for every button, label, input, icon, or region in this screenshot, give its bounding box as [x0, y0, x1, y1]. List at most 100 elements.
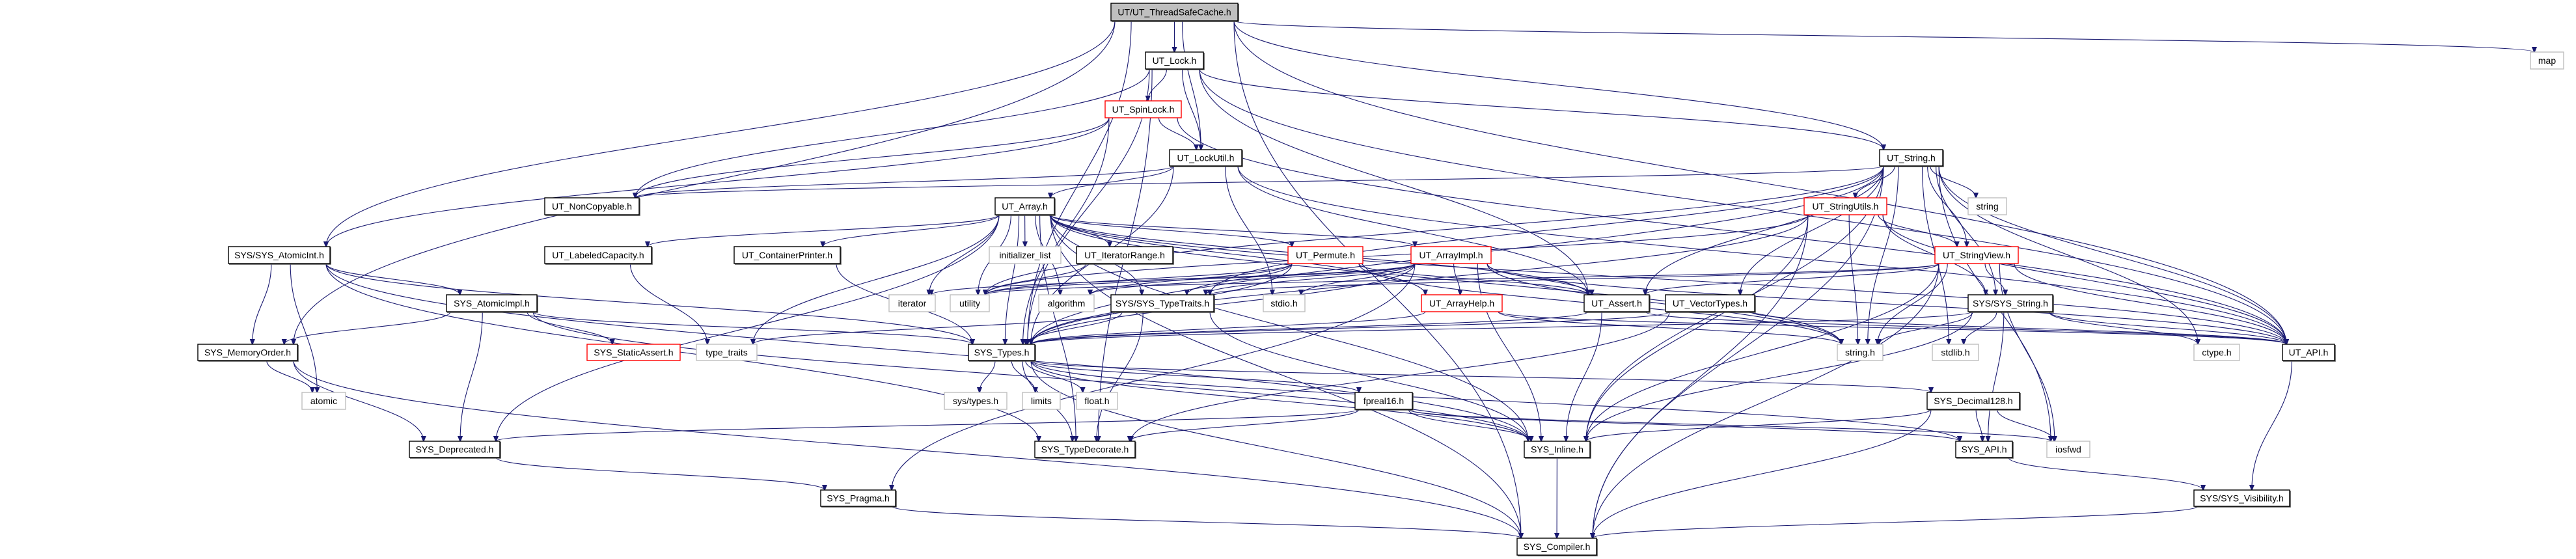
edge-sys_string-to-ut_api: [2048, 311, 2286, 344]
node-sys-inline[interactable]: SYS_Inline.h: [1524, 441, 1591, 459]
node-box: [2530, 51, 2564, 70]
node-ut-arrayhelp[interactable]: UT_ArrayHelp.h: [1421, 294, 1503, 312]
node-box: [1022, 392, 1061, 410]
node-sys-deprecated[interactable]: SYS_Deprecated.h: [409, 441, 501, 459]
node-ut-arrayimpl[interactable]: UT_ArrayImpl.h: [1410, 246, 1492, 264]
node-box[interactable]: [409, 441, 500, 458]
edge-ut_array-to-type_traits: [753, 214, 1000, 344]
node-box[interactable]: [994, 197, 1055, 215]
node-ut-lockutil[interactable]: UT_LockUtil.h: [1169, 149, 1243, 167]
edge-ut_string-to-ut_vectortypes: [1740, 165, 1884, 295]
node-label: SYS/SYS_AtomicInt.h: [234, 250, 324, 260]
node-box[interactable]: [1410, 246, 1492, 264]
node-box[interactable]: [1110, 294, 1214, 312]
edge-sys_atomicint-to-sys_typedecorate: [325, 263, 1039, 441]
node-shadow: [410, 442, 501, 459]
node-box[interactable]: [1104, 100, 1182, 118]
edge-ut_lockutil-to-ut_api: [1237, 165, 2286, 344]
node-box[interactable]: [544, 197, 640, 215]
node-box[interactable]: [1934, 246, 2019, 264]
node-box[interactable]: [820, 489, 896, 507]
node-ut-labeledcapacity[interactable]: UT_LabeledCapacity.h: [544, 246, 653, 265]
node-box[interactable]: [1110, 3, 1239, 21]
node-box[interactable]: [1034, 441, 1136, 458]
node-box[interactable]: [968, 344, 1035, 361]
node-ut-api[interactable]: UT_API.h: [2282, 344, 2336, 362]
node-sys-visibility[interactable]: SYS/SYS_Visibility.h: [2193, 489, 2291, 508]
node-sys-pragma[interactable]: SYS_Pragma.h: [820, 489, 897, 508]
node-sys-staticassert[interactable]: SYS_StaticAssert.h: [586, 344, 681, 361]
edge-sys_atomicimpl-to-sys_deprecated: [460, 311, 483, 441]
edge-ut_lockutil-to-ut_array: [1050, 165, 1174, 198]
node-ut-lock[interactable]: UT_Lock.h: [1145, 51, 1205, 70]
node-sys-atomicimpl[interactable]: SYS_AtomicImpl.h: [446, 294, 538, 313]
node-box[interactable]: [1583, 294, 1650, 312]
node-label: UT_SpinLock.h: [1112, 104, 1175, 115]
node-ut-string[interactable]: UT_String.h: [1879, 149, 1944, 167]
node-ut-stringutils[interactable]: UT_StringUtils.h: [1803, 197, 1887, 215]
node-ut-permute[interactable]: UT_Permute.h: [1287, 246, 1363, 264]
edge-sys_string-to-sys_inline: [1586, 311, 1973, 441]
node-label: string: [1976, 201, 1998, 211]
edge-root-to-sys_atomicint: [326, 20, 1116, 247]
node-ut-vectortypes[interactable]: UT_VectorTypes.h: [1665, 294, 1756, 313]
node-box[interactable]: [1169, 149, 1242, 167]
node-box: [696, 344, 758, 361]
node-sys-types[interactable]: SYS_Types.h: [968, 344, 1036, 362]
node-sys-memoryorder[interactable]: SYS_MemoryOrder.h: [197, 344, 299, 362]
node-box[interactable]: [2282, 344, 2335, 361]
node-box[interactable]: [1421, 294, 1503, 312]
node-shadow: [199, 345, 299, 362]
edge-ut_arrayimpl-to-algorithm: [1090, 263, 1416, 295]
node-sys-typedecorate[interactable]: SYS_TypeDecorate.h: [1034, 441, 1136, 459]
node-box: [1076, 392, 1118, 410]
node-ut-noncopyable[interactable]: UT_NonCopyable.h: [544, 197, 640, 216]
node-sys-string[interactable]: SYS/SYS_String.h: [1967, 294, 2054, 313]
node-box[interactable]: [2193, 489, 2290, 507]
node-box[interactable]: [1287, 246, 1363, 264]
node-box[interactable]: [1926, 392, 2020, 410]
edge-ut_permute-to-algorithm: [1090, 263, 1293, 295]
node-sys-compiler[interactable]: SYS_Compiler.h: [1516, 538, 1598, 556]
node-ut-stringview[interactable]: UT_StringView.h: [1934, 246, 2019, 264]
node-box[interactable]: [197, 344, 298, 361]
edge-fpreal16-to-sys_inline: [1408, 409, 1531, 441]
node-box: [944, 392, 1007, 410]
node-label: UT_StringUtils.h: [1813, 201, 1879, 211]
node-ut-assert[interactable]: UT_Assert.h: [1583, 294, 1651, 313]
node-box[interactable]: [1955, 441, 2013, 458]
node-box[interactable]: [586, 344, 681, 361]
node-fpreal16[interactable]: fpreal16.h: [1354, 392, 1414, 411]
node-type-traits: type_traits: [696, 344, 758, 361]
edge-ut_arrayimpl-to-iterator: [931, 263, 1416, 295]
node-box[interactable]: [1354, 392, 1413, 410]
node-box[interactable]: [1524, 441, 1591, 458]
node-sys-decimal128[interactable]: SYS_Decimal128.h: [1926, 392, 2021, 411]
node-box[interactable]: [228, 246, 331, 264]
node-box[interactable]: [733, 246, 841, 264]
node-shadow: [229, 247, 331, 265]
edge-ut_spinlock-to-sys_types: [1023, 117, 1110, 344]
node-box[interactable]: [1879, 149, 1943, 167]
node-ut-spinlock[interactable]: UT_SpinLock.h: [1104, 100, 1182, 118]
node-box[interactable]: [1516, 538, 1597, 556]
node-sys-types-h: sys/types.h: [944, 392, 1007, 410]
node-ut-iteratorrange[interactable]: UT_IteratorRange.h: [1076, 246, 1174, 265]
node-box[interactable]: [1076, 246, 1173, 264]
node-label: UT_StringView.h: [1943, 250, 2010, 260]
node-box[interactable]: [544, 246, 652, 264]
node-sys-api[interactable]: SYS_API.h: [1955, 441, 2014, 459]
node-root[interactable]: UT/UT_ThreadSafeCache.h: [1110, 3, 1239, 22]
node-box[interactable]: [1967, 294, 2053, 312]
node-label: SYS_StaticAssert.h: [594, 348, 673, 358]
node-box[interactable]: [1145, 51, 1204, 70]
node-box[interactable]: [1665, 294, 1755, 312]
node-box[interactable]: [1803, 197, 1887, 215]
node-ut-array[interactable]: UT_Array.h: [994, 197, 1056, 216]
node-sys-typetraits[interactable]: SYS/SYS_TypeTraits.h: [1110, 294, 1215, 313]
node-sys-atomicint[interactable]: SYS/SYS_AtomicInt.h: [228, 246, 331, 265]
edge-sys_atomicint-to-sys_memoryorder: [253, 263, 272, 344]
node-box[interactable]: [446, 294, 538, 312]
node-label: UT_IteratorRange.h: [1084, 250, 1165, 260]
node-ut-containerprinter[interactable]: UT_ContainerPrinter.h: [733, 246, 842, 265]
